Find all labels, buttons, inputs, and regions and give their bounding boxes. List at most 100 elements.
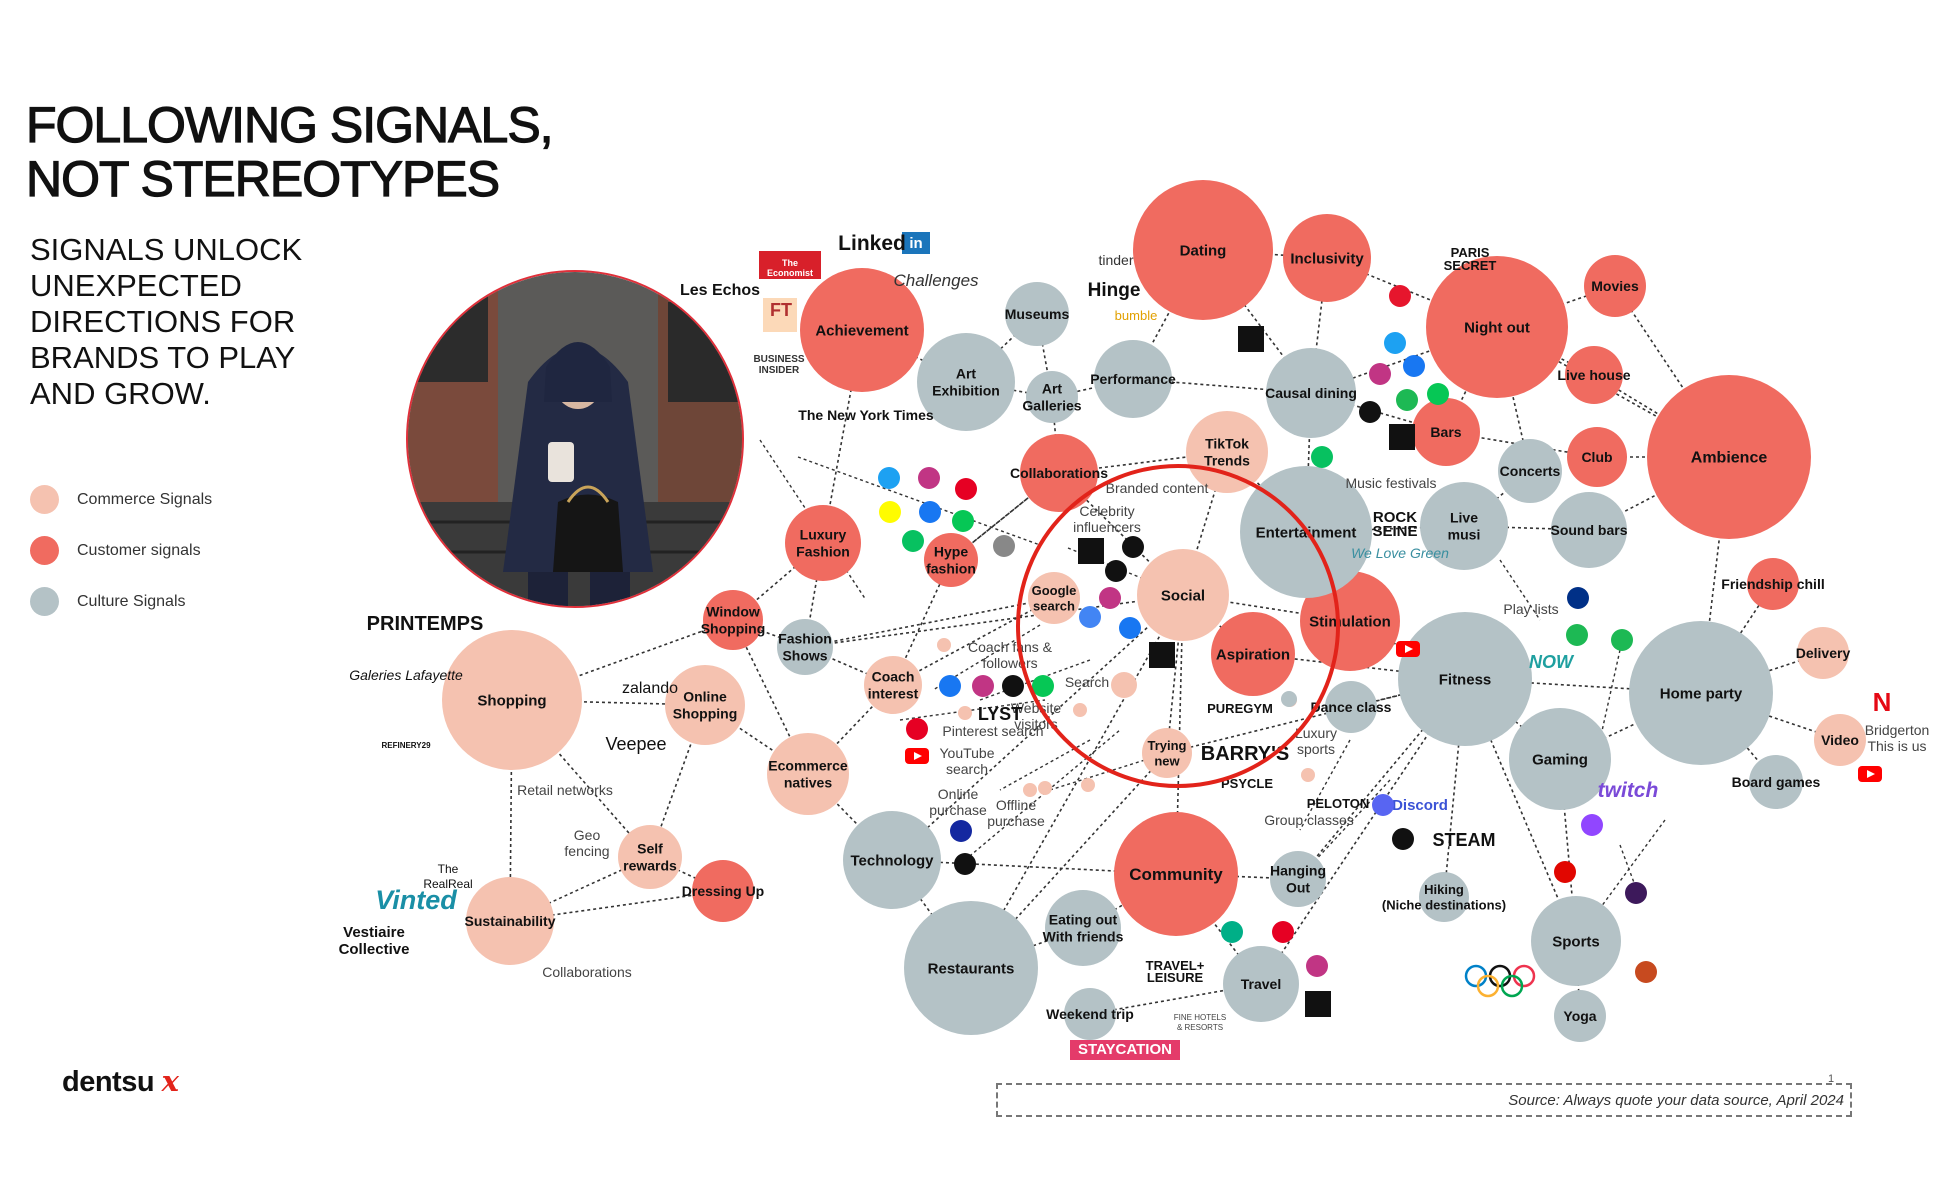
instagram-icon bbox=[918, 467, 940, 489]
signal-bubble-culture bbox=[1420, 482, 1508, 570]
signal-label: Concerts bbox=[1500, 463, 1561, 479]
social-icon-layer bbox=[878, 285, 1882, 1017]
paypal-icon bbox=[1567, 587, 1589, 609]
signal-node-community: Community bbox=[1114, 812, 1238, 936]
signal-node-causal-dining: Causal dining bbox=[1265, 348, 1357, 438]
signal-label: Social bbox=[1161, 587, 1205, 604]
signal-bubble-customer bbox=[1133, 180, 1273, 320]
connector-line bbox=[1599, 649, 1621, 741]
brand-logo-linked: Linked bbox=[838, 232, 906, 255]
signal-node-delivery: Delivery bbox=[1796, 627, 1850, 679]
premier-league-icon bbox=[1625, 882, 1647, 904]
signal-bubble-customer bbox=[1300, 571, 1400, 671]
brand-logo-refinery29: REFINERY29 bbox=[381, 741, 431, 750]
instagram-icon bbox=[1099, 587, 1121, 609]
signal-bubble-culture bbox=[1531, 896, 1621, 986]
instagram-icon bbox=[1369, 363, 1391, 385]
x-icon bbox=[1105, 560, 1127, 582]
subtitle-line: DIRECTIONS FOR bbox=[30, 304, 296, 339]
legend-item-customer: Customer signals bbox=[30, 525, 212, 576]
signal-node-sustainability: Sustainability bbox=[464, 877, 556, 965]
legend-label: Commerce Signals bbox=[77, 490, 213, 508]
legend-label: Customer signals bbox=[77, 541, 201, 559]
signal-bubble-culture bbox=[1554, 990, 1606, 1042]
instagram-icon bbox=[972, 675, 994, 697]
connector-line bbox=[964, 729, 1121, 861]
olympics-icon bbox=[1464, 964, 1536, 998]
signal-node-achievement: Achievement bbox=[800, 268, 924, 392]
edge-ambience-movies bbox=[1614, 285, 1730, 458]
signal-bubble-commerce bbox=[1137, 549, 1229, 641]
signal-label: Sound bars bbox=[1550, 522, 1627, 538]
brand-logo-ft: FT bbox=[770, 300, 792, 320]
signal-node-dating: Dating bbox=[1133, 180, 1273, 320]
signal-label: Collaborations bbox=[1010, 465, 1108, 481]
subtitle-line: AND GROW. bbox=[30, 376, 211, 411]
brand-logo-travel-leisure: TRAVEL+LEISURE bbox=[1146, 958, 1205, 985]
small-label-coach-fans-followers: Coach fans &followers bbox=[968, 639, 1053, 671]
apple-icon bbox=[954, 853, 976, 875]
discord-icon bbox=[1372, 794, 1394, 816]
signal-bubble-customer bbox=[692, 860, 754, 922]
signal-bubble-culture bbox=[917, 333, 1015, 431]
brand-logo-n: N bbox=[1873, 687, 1892, 717]
signal-node-dressing-up: Dressing Up bbox=[682, 860, 764, 922]
signal-bubble-commerce bbox=[466, 877, 554, 965]
legend-dot-culture bbox=[30, 587, 59, 616]
bereal-icon bbox=[1305, 991, 1331, 1017]
signal-bubble-commerce bbox=[618, 825, 682, 889]
line-icon bbox=[1427, 383, 1449, 405]
bereal-icon bbox=[1389, 424, 1415, 450]
signal-bubble-culture bbox=[1270, 851, 1326, 907]
brand-logo-vinted: Vinted bbox=[375, 885, 457, 915]
signal-bubble-culture bbox=[1629, 621, 1773, 765]
source-note: Source: Always quote your data source, A… bbox=[1508, 1092, 1844, 1109]
wechat-icon bbox=[902, 530, 924, 552]
small-label-pinterest-search: Pinterest search bbox=[942, 723, 1043, 739]
signal-node-collaborations: Collaborations bbox=[1010, 434, 1108, 512]
page-number: 1 bbox=[1828, 1073, 1835, 1085]
facebook-icon bbox=[939, 675, 961, 697]
edge-tiktok-trends-collaborations bbox=[1058, 451, 1228, 474]
signal-label: Night out bbox=[1464, 319, 1530, 336]
brand-logo-steam: STEAM bbox=[1433, 830, 1496, 850]
spotify-icon bbox=[1611, 629, 1633, 651]
persona-illustration bbox=[408, 272, 742, 606]
spotify-icon bbox=[1566, 624, 1588, 646]
title-line-1: FOLLOWING SIGNALS, bbox=[25, 97, 554, 153]
signal-node-home-party: Home party bbox=[1629, 621, 1773, 765]
signal-node-video: Video bbox=[1814, 714, 1866, 766]
persona-photo bbox=[406, 270, 744, 608]
signal-dot bbox=[1111, 672, 1137, 698]
signal-node-performance: Performance bbox=[1090, 340, 1176, 418]
small-label-search: Search bbox=[1065, 674, 1109, 690]
weibo-icon bbox=[1389, 285, 1411, 307]
signal-label: Board games bbox=[1732, 774, 1821, 790]
tiktok-icon bbox=[1122, 536, 1144, 558]
signal-node-stimulation: Stimulation bbox=[1300, 571, 1400, 671]
signal-label: Travel bbox=[1241, 976, 1281, 992]
signal-bubble-customer bbox=[1584, 255, 1646, 317]
signal-dot bbox=[1023, 783, 1037, 797]
signal-label: Home party bbox=[1660, 685, 1743, 702]
signal-bubble-commerce bbox=[767, 733, 849, 815]
signal-label: Inclusivity bbox=[1290, 250, 1364, 267]
signal-bubble-commerce bbox=[1142, 728, 1192, 778]
signal-label: Hiking(Niche destinations) bbox=[1382, 882, 1506, 913]
signal-node-social: Social bbox=[1137, 549, 1229, 641]
hoppin-icon bbox=[1238, 326, 1264, 352]
signal-dot bbox=[1081, 778, 1095, 792]
signal-node-sports: Sports bbox=[1531, 896, 1621, 986]
